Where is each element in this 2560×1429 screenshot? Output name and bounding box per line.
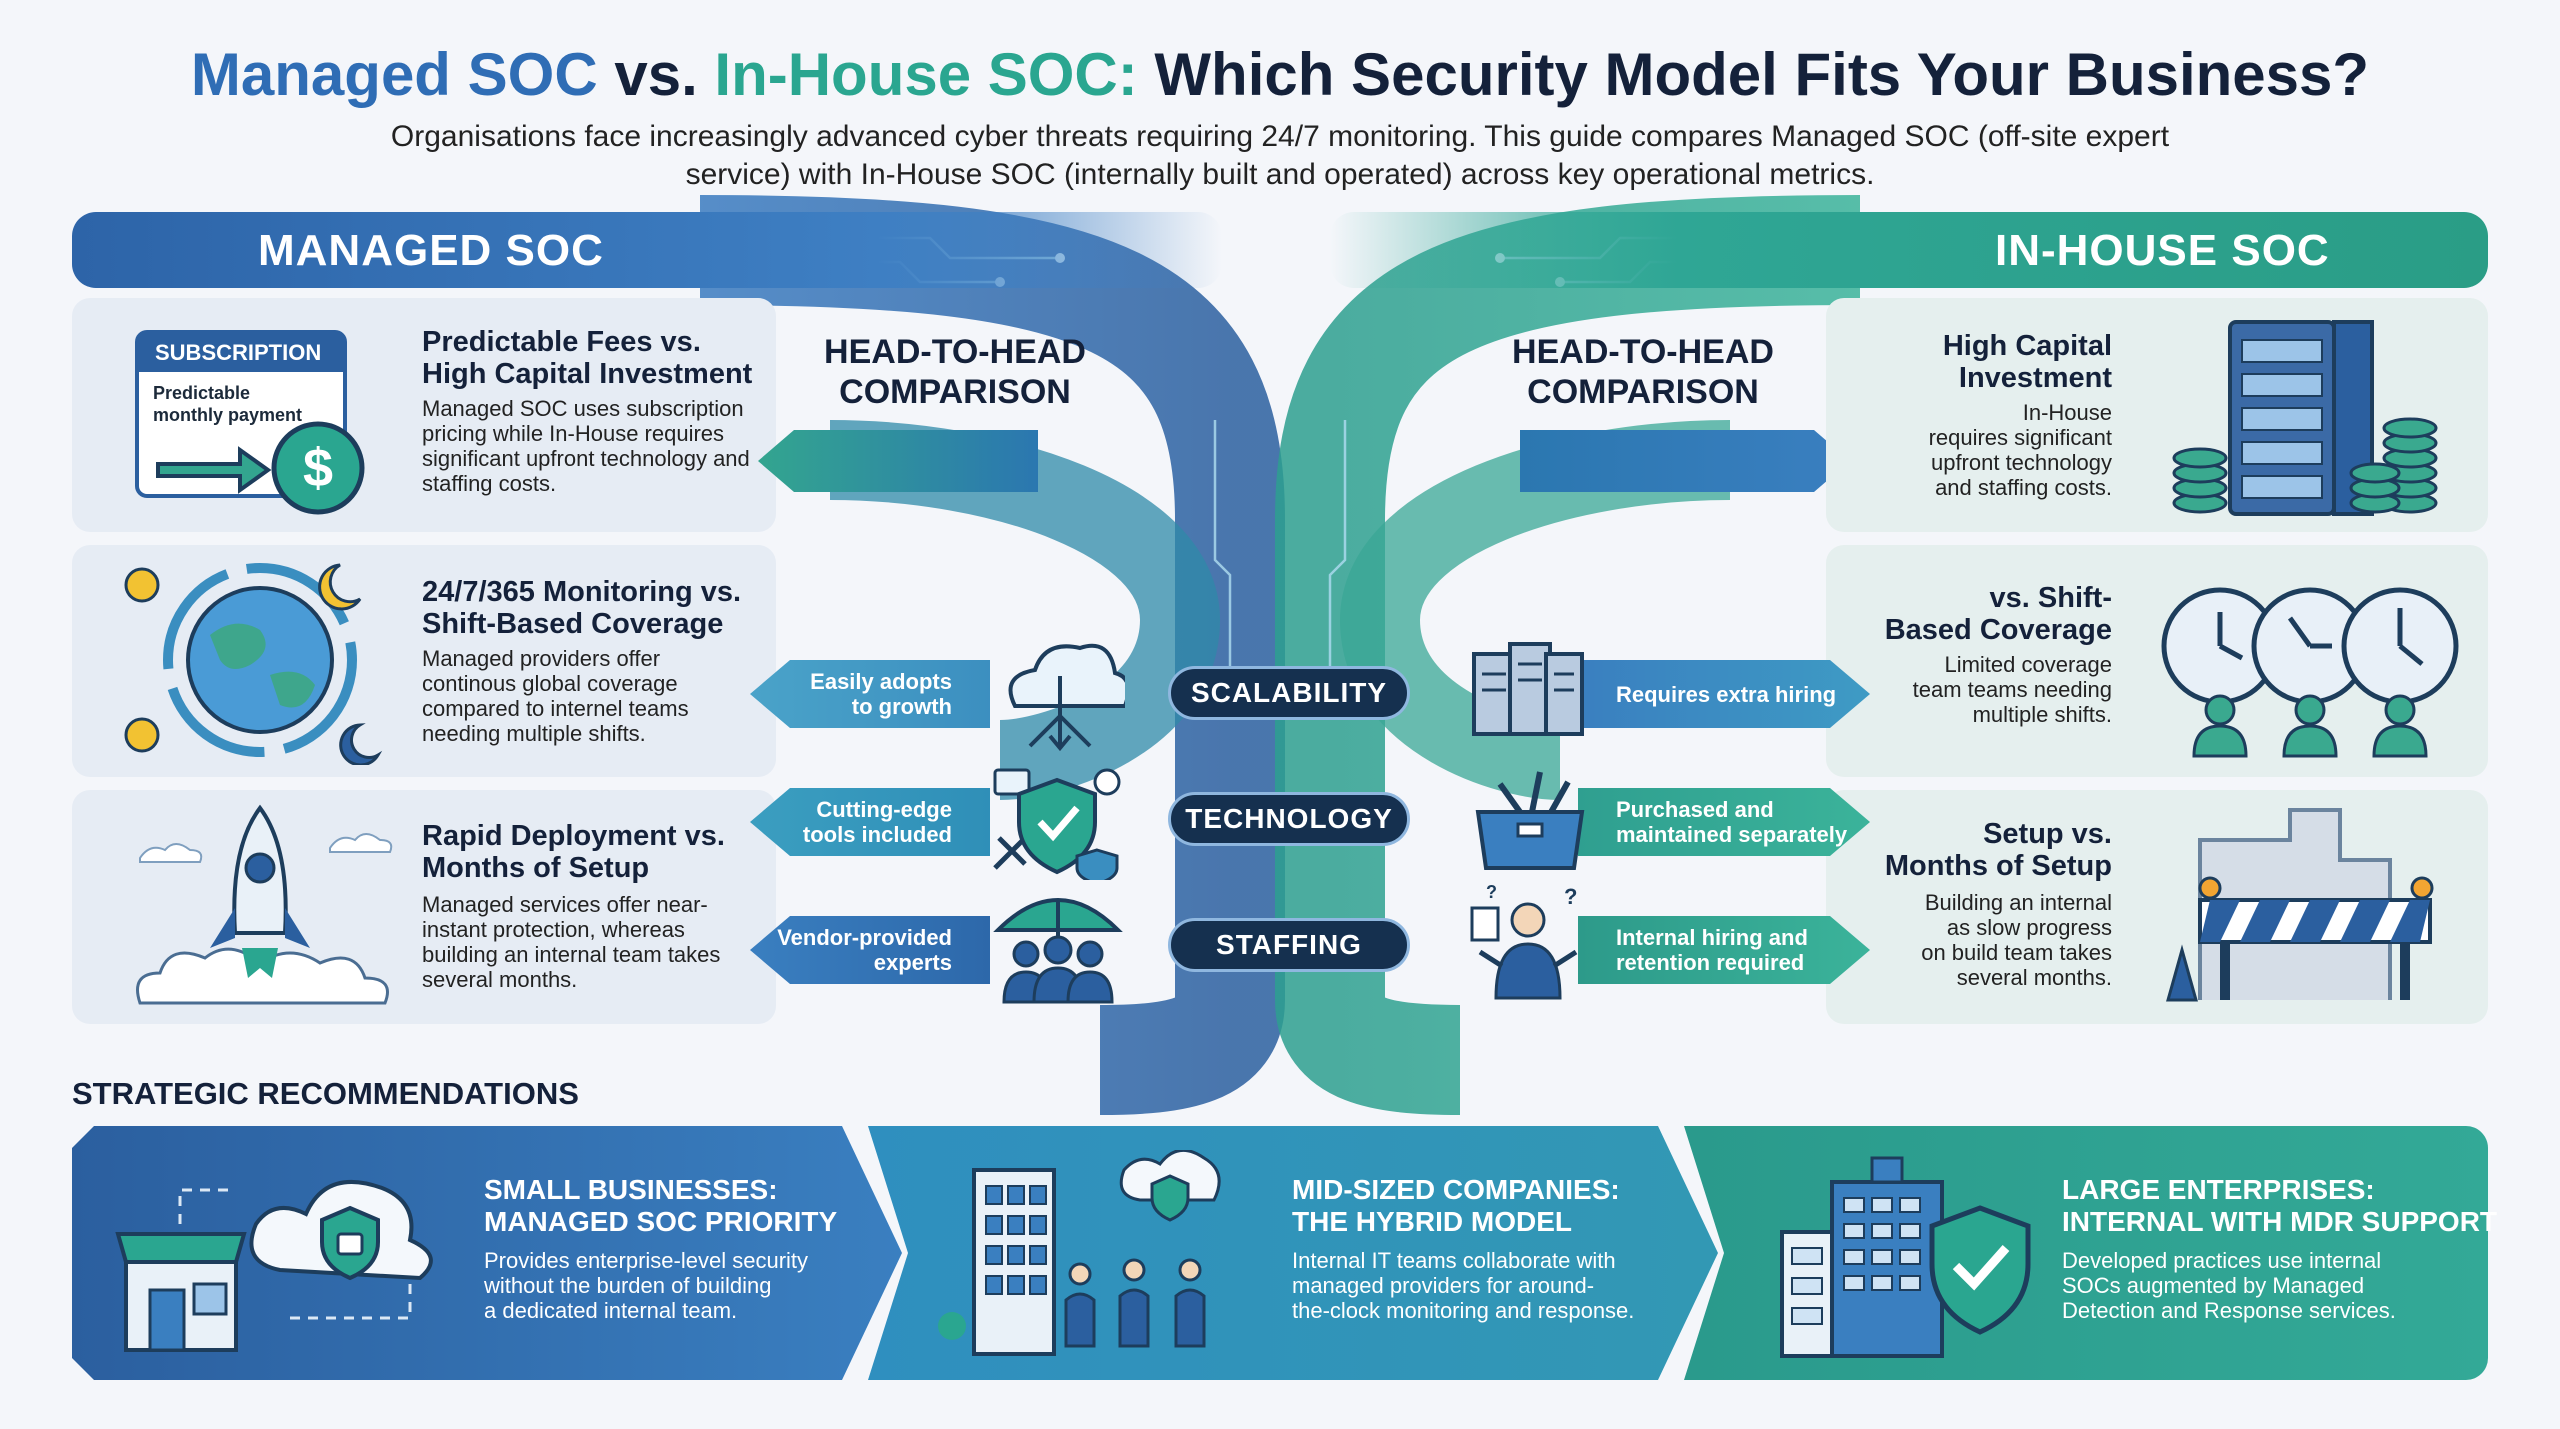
coin-stack-icon [2172, 417, 2438, 514]
moon-icon [318, 563, 362, 611]
construction-barrier-icon [2166, 808, 2434, 1002]
large-enterprise-desc: Developed practices use internal SOCs au… [2062, 1248, 2396, 1323]
managed-cost-desc: Managed SOC uses subscription pricing wh… [422, 396, 750, 496]
office-building-icon [938, 1150, 1221, 1356]
cloud-network-icon [1008, 643, 1125, 752]
inhouse-cost-desc: In-House requires significant upfront te… [1928, 400, 2112, 500]
small-business-desc: Provides enterprise-level security witho… [484, 1248, 809, 1323]
inhouse-coverage-title: vs. Shift- Based Coverage [1884, 582, 2112, 646]
page-title: Managed SOC vs. In-House SOC: Which Secu… [190, 41, 2370, 108]
handshake-icon [1064, 1258, 1206, 1348]
head-to-head-right: HEAD-TO-HEAD COMPARISON [1512, 333, 1774, 411]
staffing-label: STAFFING [1168, 918, 1410, 972]
large-enterprise-title: LARGE ENTERPRISES: INTERNAL WITH MDR SUP… [2062, 1174, 2498, 1237]
scalability-inhouse-arrow: Requires extra hiring [1578, 660, 1870, 728]
subscription-text: Predictable monthly payment [153, 383, 303, 425]
inhouse-coverage-desc: Limited coverage team teams needing mult… [1912, 652, 2112, 727]
managed-deployment-desc: Managed services offer near-instant prot… [422, 892, 721, 992]
mid-sized-desc: Internal IT teams collaborate with manag… [1292, 1248, 1635, 1323]
globe-icon [124, 563, 383, 765]
dollar-coin-icon: $ [156, 421, 365, 515]
clock-icon [2161, 587, 2459, 758]
servers-icon [1472, 642, 1584, 736]
inhouse-setup-title: Setup vs. Months of Setup [1884, 818, 2112, 882]
svg-text:$: $ [303, 438, 333, 498]
strategic-recommendations-title: STRATEGIC RECOMMENDATIONS [72, 1076, 579, 1111]
shield-check-icon [993, 768, 1121, 880]
rocket-icon [136, 804, 393, 1005]
managed-monitoring-title: 24/7/365 Monitoring vs. Shift-Based Cove… [422, 576, 742, 640]
svg-text:?: ? [1564, 884, 1577, 909]
toolbox-icon [1475, 771, 1585, 870]
server-rack-icon [2172, 320, 2438, 516]
managed-soc-banner [72, 212, 1222, 288]
person-icon [2192, 694, 2428, 758]
subscription-tag: SUBSCRIPTION [139, 334, 343, 372]
inhouse-soc-banner [1330, 212, 2488, 288]
umbrella-icon [993, 898, 1123, 1004]
sun-icon [124, 567, 160, 603]
gear-icon [1093, 768, 1121, 796]
confused-person-icon: ? ? [1470, 882, 1577, 1000]
managed-monitoring-desc: Managed providers offer continous global… [422, 646, 689, 746]
inhouse-soc-banner-label: IN-HOUSE SOC [1995, 226, 2330, 275]
technology-label: TECHNOLOGY [1168, 792, 1410, 846]
managed-cost-title: Predictable Fees vs. High Capital Invest… [422, 326, 753, 390]
cloud-lock-icon [249, 1179, 433, 1281]
managed-deployment-title: Rapid Deployment vs. Months of Setup [422, 820, 725, 884]
cloud-icon [139, 843, 203, 863]
storefront-icon [115, 1179, 433, 1352]
left-arrow-top [758, 430, 1038, 492]
page-subtitle: Organisations face increasingly advanced… [390, 120, 2170, 191]
sun-icon [124, 717, 160, 753]
head-to-head-left: HEAD-TO-HEAD COMPARISON [824, 333, 1086, 411]
moon-icon [339, 723, 383, 765]
scalability-managed-arrow: Easily adopts to growth [750, 660, 990, 728]
managed-soc-banner-label: MANAGED SOC [258, 226, 604, 275]
staffing-inhouse-arrow: Internal hiring and retention required [1578, 916, 1870, 984]
person-icon [1002, 935, 1114, 1004]
wrench-icon [993, 836, 1027, 870]
scalability-label: SCALABILITY [1168, 666, 1410, 720]
right-arrow-top [1520, 430, 1850, 492]
inhouse-setup-desc: Building an internal as slow progress on… [1921, 890, 2112, 990]
enterprise-building-icon [1780, 1156, 2031, 1358]
mid-sized-title: MID-SIZED COMPANIES: THE HYBRID MODEL [1292, 1174, 1620, 1237]
inhouse-cost-title: High Capital Investment [1942, 330, 2112, 394]
cloud-icon [329, 833, 393, 853]
svg-text:?: ? [1486, 882, 1497, 902]
technology-inhouse-arrow: Purchased and maintained separately [1578, 788, 1870, 856]
staffing-managed-arrow: Vendor-provided experts [750, 916, 990, 984]
small-business-title: SMALL BUSINESSES: MANAGED SOC PRIORITY [484, 1174, 838, 1237]
technology-managed-arrow: Cutting-edge tools included [750, 788, 990, 856]
